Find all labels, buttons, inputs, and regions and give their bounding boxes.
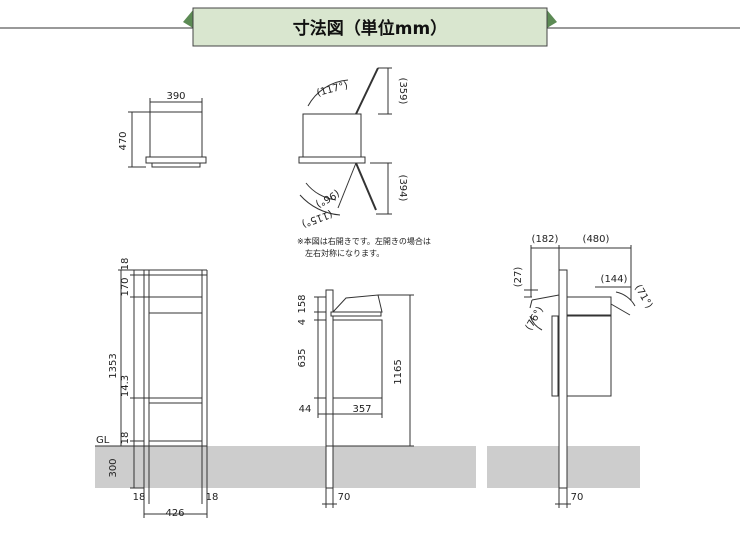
door-angle-outer-label: (115°) [300, 208, 334, 229]
side-top-label: 158 [297, 294, 308, 313]
open-front-reach-label: (480) [583, 234, 610, 245]
top-height-label: 470 [118, 131, 129, 150]
top-view [128, 98, 207, 168]
open-lid-angle-label: (71°) [632, 283, 654, 311]
ground-area-left [95, 446, 476, 488]
note-line-2: 左右対称になります。 [305, 248, 384, 258]
front-view [95, 269, 208, 518]
front-leg-left-label: 18 [133, 492, 146, 503]
open-back-angle-label: (76°) [524, 305, 546, 333]
lid-angle-label: (117°) [316, 80, 350, 99]
page-title: 寸法図（単位mm） [293, 18, 447, 39]
side-view [314, 289, 414, 508]
banner-box [192, 7, 548, 47]
door-angle-inner-label: (96°) [313, 187, 341, 209]
front-top-gap-label: 18 [120, 258, 131, 271]
open-post-label: 70 [571, 492, 584, 503]
open-back-drop-label: (27) [513, 267, 524, 288]
title-banner: 寸法図（単位mm） [0, 7, 740, 47]
front-gl-gap-label: 18 [120, 432, 131, 445]
front-upper-label: 170 [120, 277, 131, 296]
banner-right-tab [547, 10, 557, 28]
banner-left-tab [183, 10, 193, 28]
note-line-1: ※本図は右開きです。左開きの場合は [297, 236, 431, 246]
front-width-label: 426 [165, 508, 184, 519]
lid-rise-label: (359) [397, 78, 408, 105]
side-ground-height-label: 1165 [393, 359, 404, 384]
door-drop-label: (394) [397, 175, 408, 202]
side-depth-label: 357 [352, 404, 371, 415]
side-slot-label: 4 [297, 319, 308, 325]
side-post-label: 70 [338, 492, 351, 503]
front-leg-right-label: 18 [206, 492, 219, 503]
front-total-label: 1353 [108, 353, 119, 378]
side-open-view [298, 67, 392, 216]
front-underground-label: 300 [108, 458, 119, 477]
open-side-view [524, 245, 636, 508]
gl-label: GL [96, 435, 110, 446]
open-lid-reach-label: (144) [601, 274, 628, 285]
top-width-label: 390 [166, 91, 185, 102]
side-offset-label: 44 [299, 404, 312, 415]
side-body-label: 635 [297, 348, 308, 367]
open-back-reach-label: (182) [532, 234, 559, 245]
front-mid-label: 14.3 [120, 375, 131, 397]
